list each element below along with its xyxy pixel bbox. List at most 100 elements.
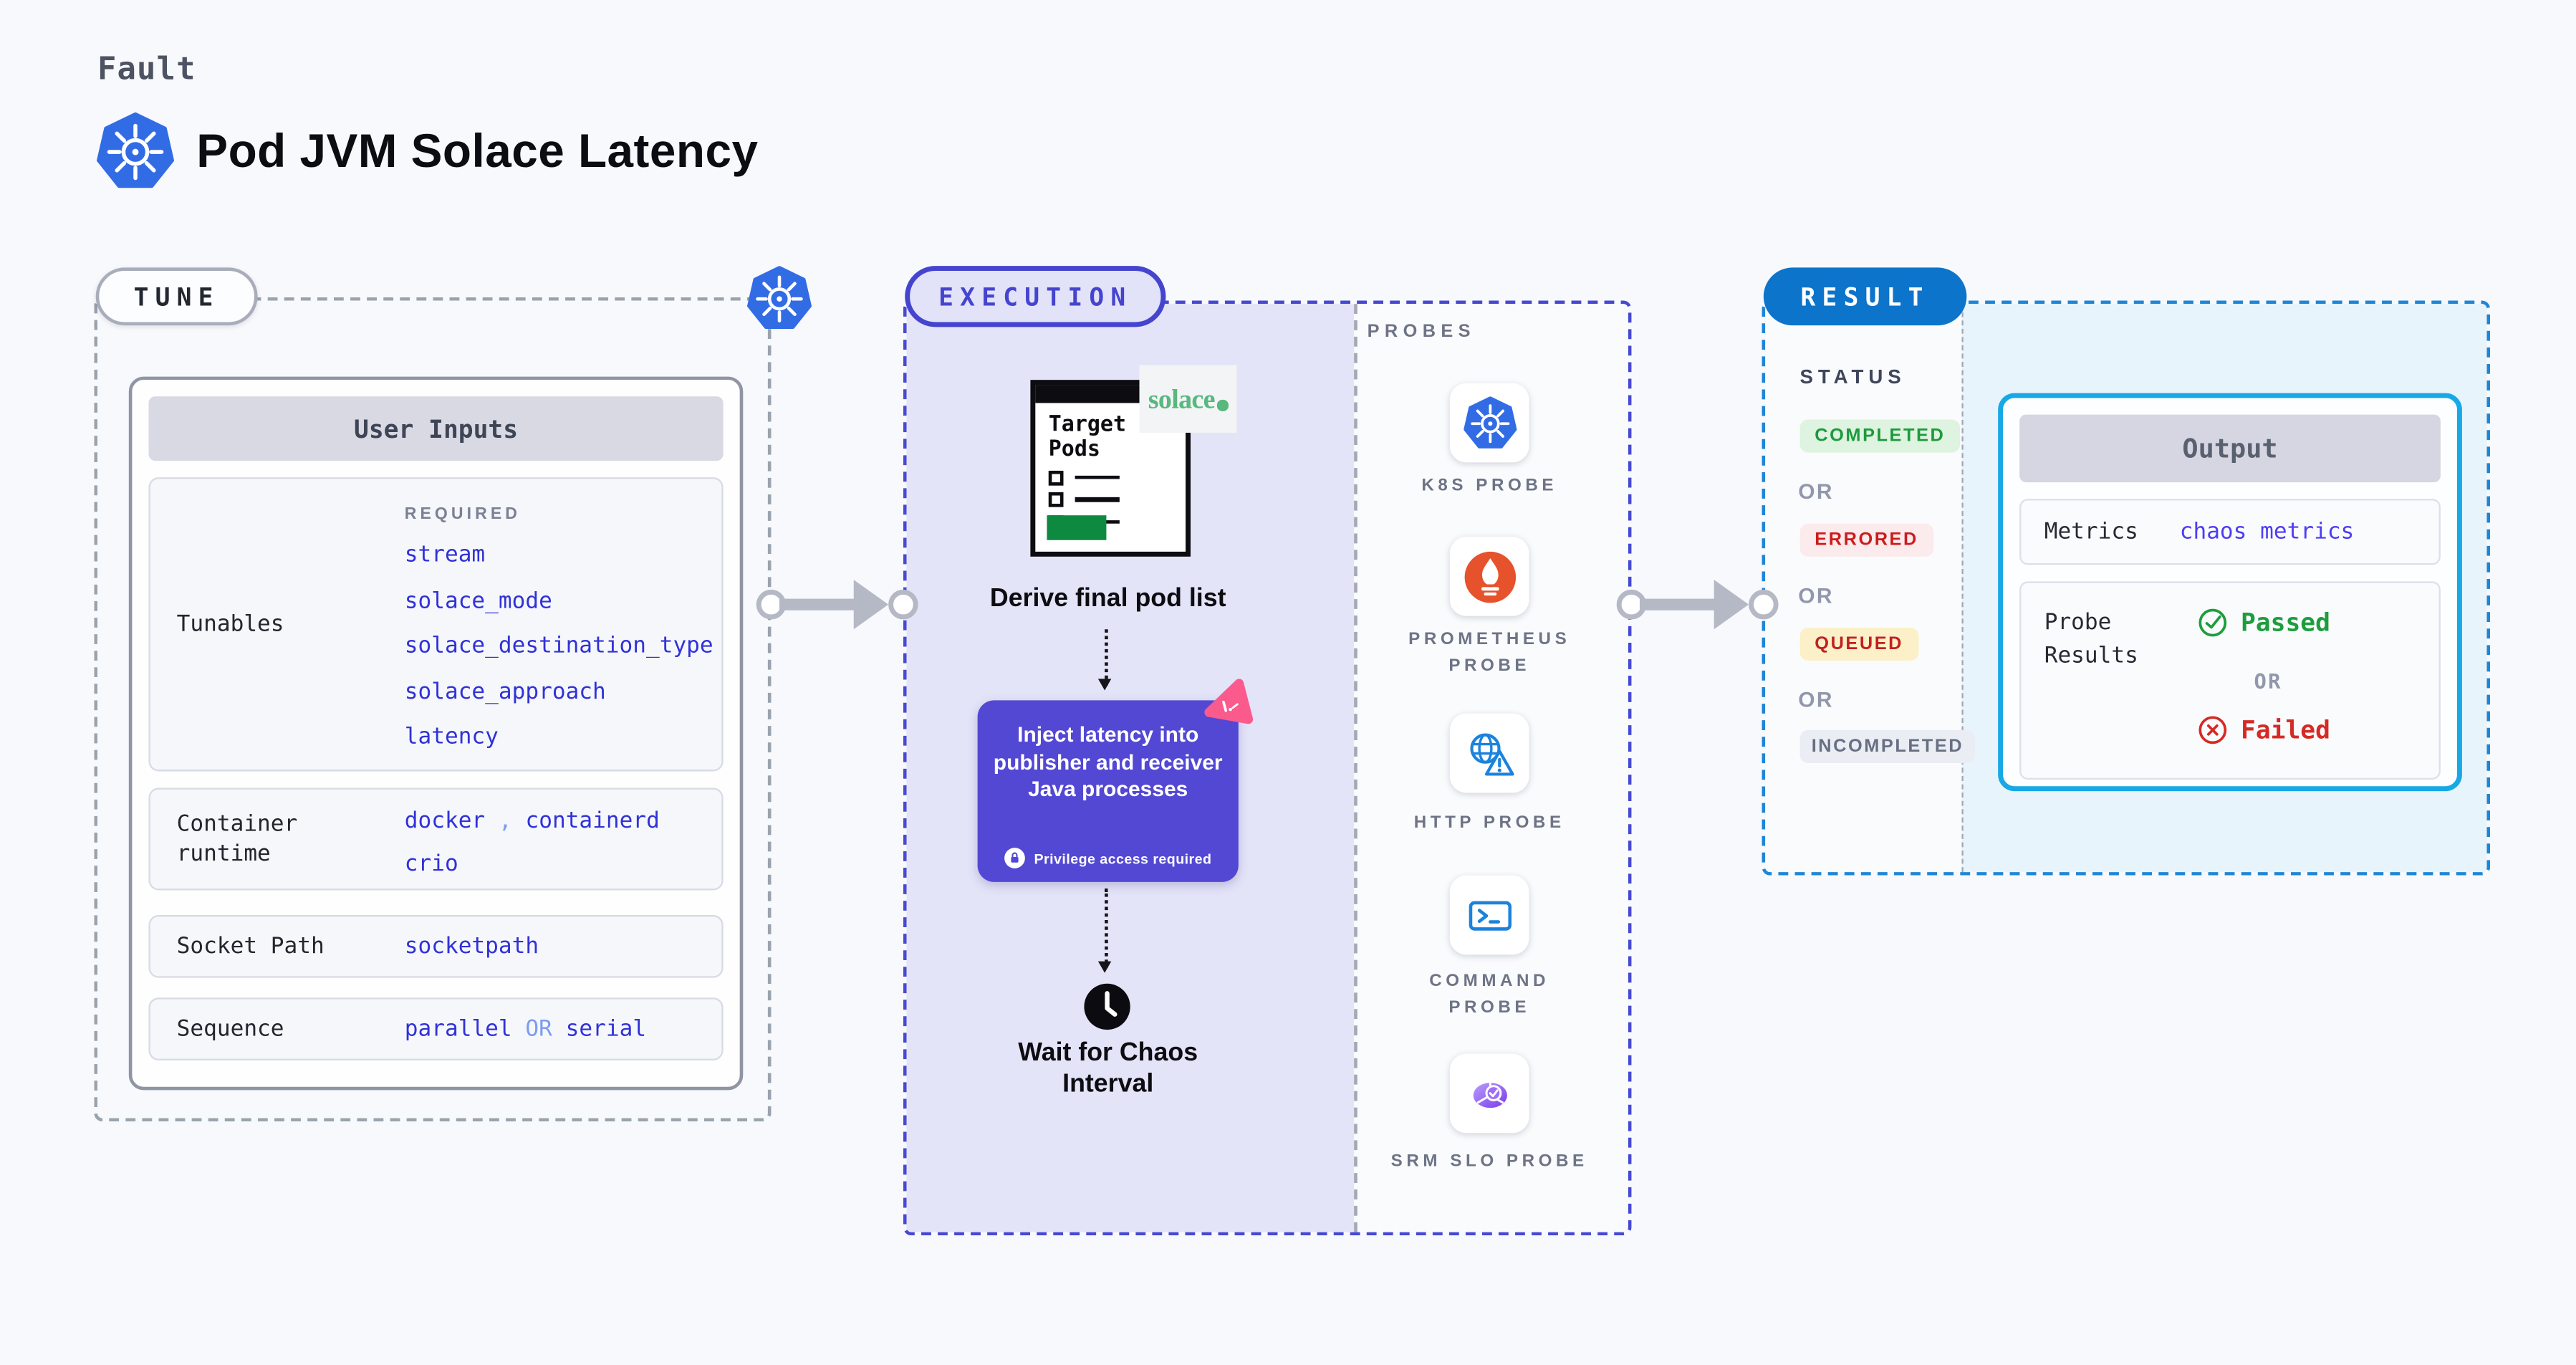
- clock-icon: [1082, 981, 1133, 1032]
- sequence-value: serial: [565, 1015, 647, 1043]
- arrow-shaft: [779, 598, 856, 610]
- comma-separator: ,: [498, 808, 512, 835]
- status-panel-background: [1765, 304, 1962, 873]
- tunable-value: solace_mode: [404, 587, 552, 614]
- command-probe-label: COMMAND PROBE: [1429, 971, 1550, 1018]
- litmus-chaos-icon: [1202, 679, 1260, 737]
- failed-label: Failed: [2241, 715, 2330, 745]
- flow-arrow-down: [1097, 889, 1112, 973]
- or-separator: OR: [2254, 669, 2282, 694]
- k8s-probe-label: K8S PROBE: [1421, 475, 1558, 496]
- tunables-values: REQUIRED stream solace_mode solace_desti…: [405, 500, 713, 760]
- passed-result: Passed: [2196, 606, 2330, 639]
- fault-eyebrow: Fault: [97, 51, 196, 88]
- solace-logo: solace: [1139, 365, 1237, 433]
- execution-to-result-arrow: [1616, 576, 1779, 632]
- tune-section-label: TUNE: [95, 267, 258, 326]
- wait-chaos-interval-label: Wait for Chaos Interval: [1018, 1038, 1198, 1098]
- kubernetes-icon-small: [746, 266, 812, 332]
- metrics-label: Metrics: [2044, 518, 2138, 545]
- inject-latency-text: Inject latency into publisher and receiv…: [993, 722, 1223, 801]
- checkbox-icon: [1048, 469, 1064, 485]
- tunable-value: stream: [404, 542, 486, 568]
- user-inputs-card: User Inputs Tunables REQUIRED stream sol…: [128, 376, 744, 1091]
- tunables-row: Tunables REQUIRED stream solace_mode sol…: [148, 477, 724, 772]
- or-separator: OR: [1798, 583, 1834, 608]
- metrics-row: Metrics chaos metrics: [2019, 499, 2441, 565]
- privilege-badge-text: Privilege access required: [1034, 849, 1212, 867]
- globe-warning-icon: [1462, 726, 1517, 780]
- terminal-icon: [1462, 888, 1517, 942]
- container-runtime-label: Container runtime: [176, 810, 298, 868]
- checkbox-icon: [1048, 492, 1064, 507]
- connector-dot: [1749, 589, 1779, 620]
- status-heading: STATUS: [1799, 365, 1906, 388]
- flow-arrow-down: [1097, 629, 1112, 691]
- k8s-probe-tile: [1449, 383, 1529, 463]
- srm-slo-probe-tile: [1449, 1053, 1529, 1134]
- command-probe-tile: [1449, 875, 1529, 955]
- kubernetes-icon: [1462, 396, 1517, 450]
- slo-gauge-icon: [1462, 1066, 1517, 1121]
- passed-label: Passed: [2241, 608, 2330, 638]
- socket-path-value: socketpath: [404, 933, 539, 960]
- sequence-label: Sequence: [176, 1015, 284, 1043]
- container-runtime-row: Container runtime docker , containerd cr…: [148, 787, 724, 891]
- sequence-row: Sequence parallel OR serial: [148, 997, 724, 1060]
- or-separator: OR: [1798, 479, 1834, 504]
- status-badge-completed: COMPLETED: [1799, 419, 1961, 453]
- pod-list-item: [1048, 469, 1186, 485]
- connector-dot: [888, 589, 918, 620]
- probe-results-row: Probe Results Passed OR Failed: [2019, 581, 2441, 780]
- privilege-badge: Privilege access required: [978, 848, 1239, 869]
- or-separator: OR: [525, 1015, 552, 1043]
- target-pods-title: Target Pods: [1048, 413, 1127, 463]
- page-title: Pod JVM Solace Latency: [196, 125, 759, 178]
- tune-to-execution-arrow: [756, 576, 918, 632]
- probe-results-label: Probe Results: [2044, 609, 2138, 669]
- output-card: Output Metrics chaos metrics Probe Resul…: [1998, 393, 2462, 792]
- sequence-values: parallel OR serial: [405, 1016, 646, 1043]
- or-separator: OR: [1798, 686, 1834, 712]
- sequence-value: parallel: [404, 1015, 512, 1043]
- tunable-value: solace_destination_type: [404, 632, 713, 659]
- runtime-value: crio: [404, 851, 458, 878]
- check-circle-icon: [2196, 606, 2229, 639]
- lock-icon: [1004, 848, 1026, 869]
- required-tag: REQUIRED: [404, 505, 522, 524]
- tunable-value: latency: [404, 723, 499, 750]
- container-runtime-values: docker , containerd crio: [405, 800, 660, 886]
- prometheus-probe-tile: [1449, 537, 1529, 616]
- solace-logo-text: solace: [1148, 382, 1216, 414]
- result-section-label: RESULT: [1763, 267, 1967, 326]
- srm-slo-probe-label: SRM SLO PROBE: [1390, 1151, 1588, 1172]
- metrics-value: chaos metrics: [2179, 518, 2355, 545]
- arrow-head: [1714, 580, 1749, 630]
- x-circle-icon: [2196, 714, 2229, 747]
- arrow-shaft: [1639, 598, 1716, 610]
- http-probe-label: HTTP PROBE: [1413, 813, 1565, 833]
- tune-section-outline: [94, 297, 772, 1122]
- socket-path-row: Socket Path socketpath: [148, 915, 724, 978]
- list-line: [1075, 475, 1120, 480]
- tunable-value: solace_approach: [404, 678, 606, 705]
- list-line: [1075, 497, 1120, 502]
- http-probe-tile: [1449, 713, 1529, 793]
- execution-section-label: EXECUTION: [905, 266, 1166, 327]
- probes-heading: PROBES: [1367, 322, 1476, 343]
- status-badge-incompleted: INCOMPLETED: [1799, 729, 1976, 763]
- runtime-value: containerd: [525, 808, 660, 835]
- green-bar: [1047, 515, 1107, 540]
- arrow-head: [853, 580, 889, 630]
- prometheus-probe-label: PROMETHEUS PROBE: [1408, 629, 1571, 676]
- inject-latency-step: Inject latency into publisher and receiv…: [977, 700, 1239, 882]
- solace-logo-dot: [1217, 400, 1229, 411]
- socket-path-label: Socket Path: [176, 933, 325, 960]
- kubernetes-logo: [96, 112, 176, 192]
- derive-pod-list-label: Derive final pod list: [989, 585, 1226, 613]
- failed-result: Failed: [2196, 714, 2330, 747]
- status-badge-queued: QUEUED: [1799, 627, 1918, 661]
- prometheus-icon: [1462, 549, 1517, 603]
- output-title: Output: [2019, 414, 2441, 483]
